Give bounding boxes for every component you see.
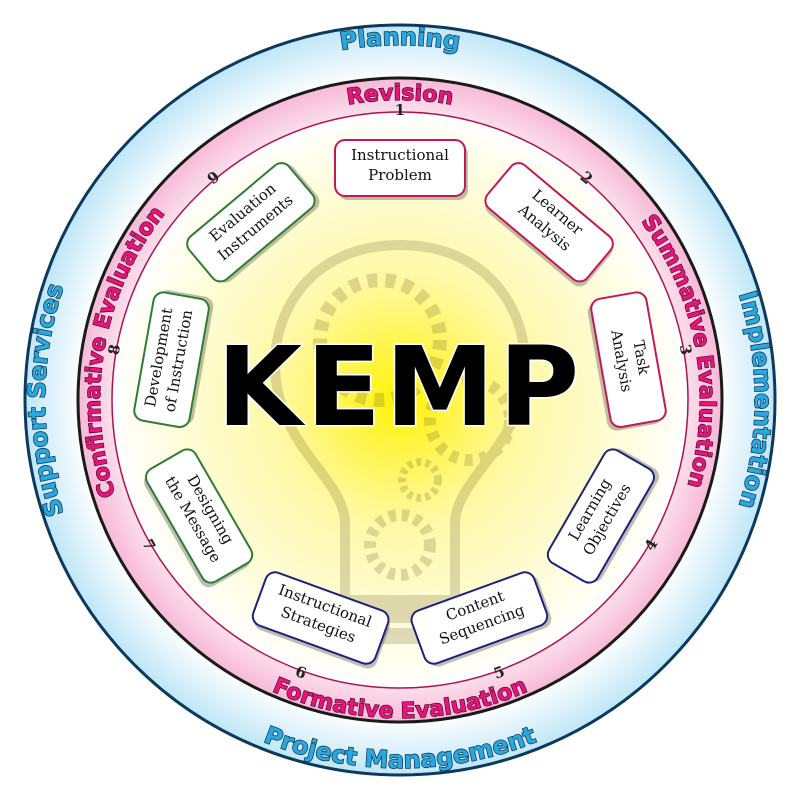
- step-box-frame: [186, 162, 316, 283]
- step-box-frame: [590, 291, 667, 429]
- step-label: Task: [629, 339, 653, 377]
- step-box-frame: [334, 139, 466, 197]
- step-number-3: 3: [676, 343, 696, 356]
- step-box-frame: [410, 571, 549, 665]
- step-number-8: 8: [105, 343, 125, 356]
- center-disc: [111, 111, 689, 689]
- step-label: Problem: [368, 166, 432, 184]
- step-box-frame: [144, 448, 254, 584]
- step-box-frame: [133, 291, 210, 429]
- center-title: KEMP: [217, 323, 583, 451]
- step-number-1: 1: [395, 101, 405, 119]
- step-box-frame: [484, 162, 614, 283]
- step-box-frame: [251, 571, 390, 665]
- step-box-frame: [546, 448, 656, 584]
- inner-label-revision: Revision: [345, 81, 455, 110]
- step-label: Instructional: [351, 146, 449, 164]
